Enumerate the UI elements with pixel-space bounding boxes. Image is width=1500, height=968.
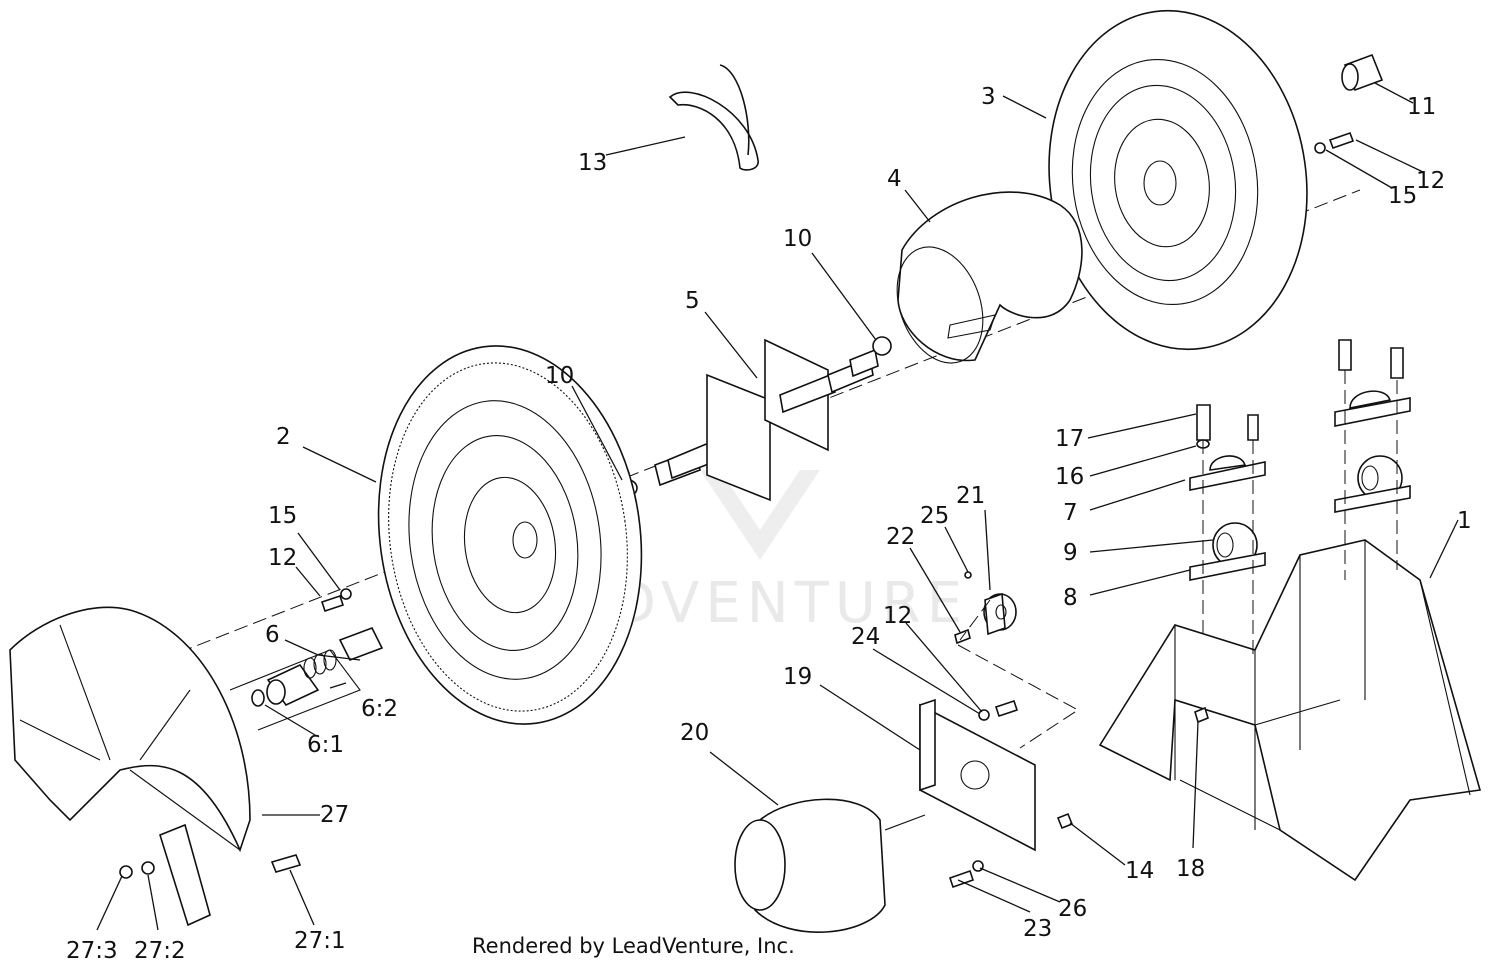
callout-3: 3: [981, 84, 996, 110]
callout-1: 1: [1457, 508, 1472, 534]
bearing-assembly-left: [1189, 404, 1266, 581]
bracket-assembly-lines: [957, 599, 1079, 749]
callout-8: 8: [1063, 585, 1078, 611]
callout-27-1: 27:1: [294, 928, 346, 954]
part-21-pinion-gear: [983, 592, 1017, 636]
leader-lines: [96, 82, 1459, 931]
callout-6-1: 6:1: [307, 732, 344, 758]
part-24-12-bracket-bolt: [978, 699, 1019, 721]
callout-25: 25: [920, 503, 949, 529]
part-12-15-bolt-washer-top: [1314, 131, 1355, 154]
callout-labels: 1 2 3 4 5 6 6:1 6:2 7 8 9 10 10 11 12 12…: [66, 84, 1472, 964]
bearing-bolt-lines: [1202, 370, 1398, 660]
callout-4: 4: [887, 166, 902, 192]
callout-15-top: 15: [1388, 183, 1417, 209]
bearing-assembly-right: [1334, 339, 1411, 513]
callout-26: 26: [1058, 896, 1087, 922]
callout-12-left: 12: [268, 545, 297, 571]
part-26-washer: [972, 860, 984, 872]
callout-19: 19: [783, 664, 812, 690]
callout-10-right: 10: [783, 226, 812, 252]
callout-12-top: 12: [1416, 168, 1445, 194]
callout-10-left: 10: [545, 363, 574, 389]
part-27-guard: [9, 606, 251, 927]
callout-6-2: 6:2: [361, 696, 398, 722]
callout-27: 27: [320, 802, 349, 828]
callout-7: 7: [1063, 500, 1078, 526]
callout-17: 17: [1055, 426, 1084, 452]
part-12-15-bolt-washer-left: [320, 588, 352, 613]
part-27-hardware: [119, 854, 302, 879]
callout-22: 22: [886, 524, 915, 550]
part-20-motor: [734, 798, 926, 933]
callout-14: 14: [1125, 858, 1154, 884]
callout-21: 21: [956, 483, 985, 509]
part-14-nut: [1056, 812, 1074, 830]
callout-11: 11: [1407, 94, 1436, 120]
part-5-shaft-assembly: [654, 338, 879, 502]
part-4-hub-drum: [896, 191, 1083, 364]
callout-2: 2: [276, 424, 291, 450]
part-19-bracket: [919, 698, 1036, 852]
part-2-gear-flange: [377, 345, 643, 725]
part-1-frame: [1098, 539, 1482, 882]
part-25-set-screw: [964, 571, 972, 579]
part-18-nut: [1194, 706, 1209, 724]
callout-16: 16: [1055, 464, 1084, 490]
part-3-right-flange: [1048, 9, 1308, 351]
callout-23: 23: [1023, 916, 1052, 942]
callout-15-left: 15: [268, 503, 297, 529]
callout-13: 13: [578, 150, 607, 176]
callout-18: 18: [1176, 856, 1205, 882]
callout-12-bracket: 12: [883, 603, 912, 629]
render-credit: Rendered by LeadVenture, Inc.: [472, 934, 795, 958]
part-11-bushing: [1341, 53, 1384, 92]
part-23-bolt: [948, 869, 975, 889]
part-13-strap: [668, 64, 759, 171]
callout-27-3: 27:3: [66, 938, 118, 964]
part-10-ring-right: [872, 336, 892, 356]
callout-27-2: 27:2: [134, 938, 186, 964]
callout-6: 6: [265, 622, 280, 648]
callout-9: 9: [1063, 540, 1078, 566]
part-6-swivel-assembly: [229, 626, 384, 731]
callout-24: 24: [851, 624, 880, 650]
callout-5: 5: [685, 288, 700, 314]
callout-20: 20: [680, 720, 709, 746]
